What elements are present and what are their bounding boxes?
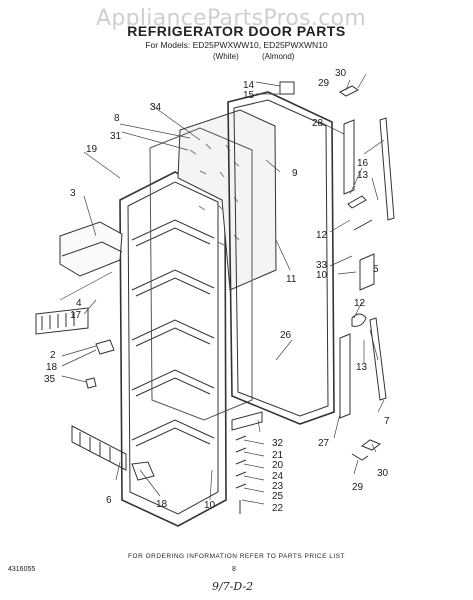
- callout-24: 24: [272, 471, 284, 482]
- callout-23: 23: [272, 481, 284, 492]
- callout-31: 31: [110, 131, 122, 142]
- page-title: REFRIGERATOR DOOR PARTS: [127, 23, 346, 39]
- callout-3: 3: [70, 188, 76, 199]
- watermark: AppliancePartsPros.com: [96, 6, 367, 31]
- badge-14: [279, 81, 295, 95]
- document-id: 4316055: [8, 566, 36, 573]
- callout-26: 26: [280, 330, 292, 341]
- callout-13: 13: [357, 170, 369, 181]
- ordering-note: FOR ORDERING INFORMATION REFER TO PARTS …: [128, 553, 345, 560]
- top-hinge: [339, 85, 395, 291]
- end-cap-18: [95, 339, 115, 355]
- callout-15: 15: [243, 90, 255, 101]
- callout-32: 32: [272, 438, 284, 449]
- callout-7: 7: [384, 416, 390, 427]
- callout-21: 21: [272, 450, 284, 461]
- color-almond-label: (Almond): [262, 52, 295, 61]
- callout-22: 22: [272, 503, 284, 514]
- trim-strip-6: [71, 425, 127, 471]
- callout-34: 34: [150, 102, 162, 113]
- callout-27: 27: [318, 438, 330, 449]
- callout-14: 14: [243, 80, 255, 91]
- callout-labels: 30 29 14 15 34 9 28 8 31 19 16 13 3 12 3…: [44, 68, 390, 514]
- callout-35: 35: [44, 374, 56, 385]
- clip-35: [85, 377, 97, 389]
- callout-8: 8: [114, 113, 120, 124]
- handwritten-note: 9/7-D-2: [212, 580, 254, 593]
- end-cap-18b: [131, 461, 155, 481]
- foam-insulation: [177, 109, 277, 291]
- callout-10b: 10: [204, 500, 216, 511]
- color-white-label: (White): [213, 52, 239, 61]
- callout-12: 12: [316, 230, 328, 241]
- callout-18: 18: [46, 362, 58, 373]
- callout-16: 16: [357, 158, 369, 169]
- outer-door-panel: [227, 91, 335, 425]
- callout-20: 20: [272, 460, 284, 471]
- callout-5: 5: [373, 264, 379, 275]
- callout-10: 10: [316, 270, 328, 281]
- trim-strip-2: [35, 307, 89, 335]
- door-bin: [59, 221, 123, 277]
- callout-25: 25: [272, 491, 284, 502]
- callout-11: 11: [286, 274, 297, 285]
- bottom-hardware: [231, 411, 263, 514]
- callout-9: 9: [292, 168, 298, 179]
- page-number: 8: [232, 566, 236, 573]
- callout-29b: 29: [352, 482, 364, 493]
- door-liner: [119, 171, 227, 527]
- callout-29: 29: [318, 78, 330, 89]
- callout-2: 2: [50, 350, 56, 361]
- callout-17: 17: [70, 310, 82, 321]
- callout-13b: 13: [356, 362, 368, 373]
- models-line: For Models: ED25PWXWW10, ED25PWXWN10: [145, 40, 328, 50]
- callout-28: 28: [312, 118, 324, 129]
- callout-19: 19: [86, 144, 98, 155]
- callout-4: 4: [76, 298, 82, 309]
- callout-30: 30: [335, 68, 347, 79]
- callout-6: 6: [106, 495, 112, 506]
- lower-hinge: [339, 313, 387, 461]
- callout-33: 33: [316, 260, 328, 271]
- callout-18b: 18: [156, 499, 168, 510]
- callout-30b: 30: [377, 468, 389, 479]
- door-gasket: [149, 127, 253, 421]
- callout-12b: 12: [354, 298, 366, 309]
